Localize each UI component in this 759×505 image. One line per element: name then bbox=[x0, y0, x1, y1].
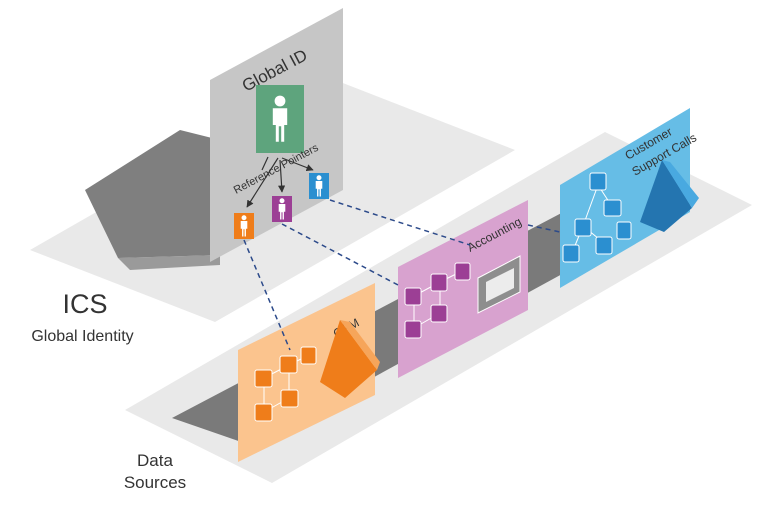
ics-title: ICS bbox=[62, 289, 108, 319]
person-icon bbox=[589, 172, 607, 191]
crm-card: CRM bbox=[238, 283, 380, 462]
document-icon bbox=[254, 369, 273, 388]
connector-support-a bbox=[329, 199, 471, 246]
data-sources-line1: Data bbox=[137, 451, 173, 470]
phone-icon bbox=[562, 244, 580, 263]
agent-icon bbox=[574, 218, 592, 237]
document-icon bbox=[616, 221, 632, 240]
connector-crm bbox=[243, 239, 291, 351]
money-icon bbox=[430, 304, 448, 323]
calendar-icon bbox=[454, 262, 471, 281]
global-shadow bbox=[85, 130, 220, 258]
document-icon bbox=[404, 287, 422, 306]
connectors bbox=[243, 199, 561, 351]
home-icon bbox=[280, 389, 299, 408]
global-id-card: Global ID Reference Pointers bbox=[210, 8, 343, 262]
accounting-card: Accounting bbox=[398, 200, 528, 378]
ics-subtitle: Global Identity bbox=[31, 328, 134, 345]
connector-accounting bbox=[281, 223, 399, 286]
group-icon bbox=[279, 355, 298, 374]
support-card: Customer Support Calls bbox=[560, 108, 699, 288]
connector-support-b bbox=[527, 224, 561, 233]
key-icon bbox=[603, 199, 622, 217]
person-icon bbox=[300, 346, 317, 365]
calendar-icon bbox=[595, 236, 613, 255]
cart-icon bbox=[404, 320, 422, 339]
email-icon bbox=[254, 403, 273, 422]
data-sources-line2: Sources bbox=[123, 473, 187, 492]
person-icon bbox=[430, 273, 448, 292]
